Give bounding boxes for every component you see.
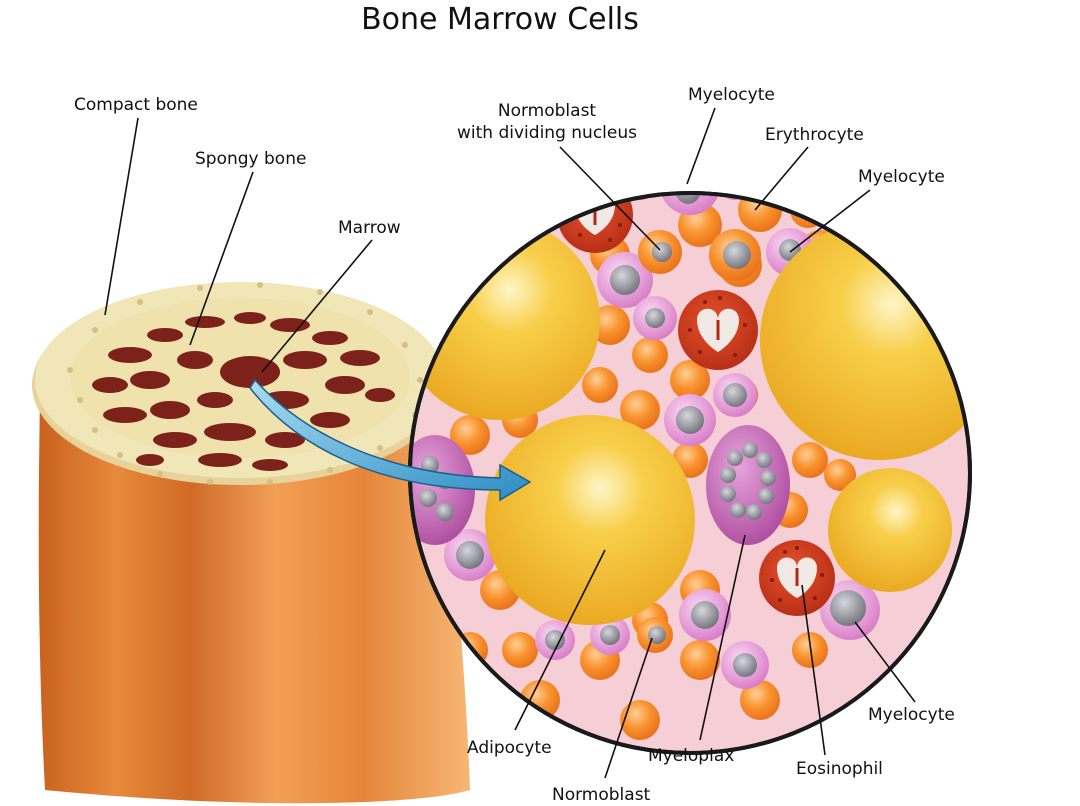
- bone-section: [32, 282, 470, 804]
- label-adipocyte: Adipocyte: [467, 738, 552, 758]
- marrow-arrow: [249, 378, 532, 502]
- label-normoblast-dividing-line1: Normoblast: [497, 101, 597, 121]
- label-normoblast-dividing-line2: with dividing nucleus: [457, 123, 637, 143]
- label-normoblast-dividing: Normoblast with dividing nucleus: [452, 100, 642, 144]
- label-myelocyte-bottom: Myelocyte: [868, 705, 955, 725]
- label-myelocyte-right: Myelocyte: [858, 167, 945, 187]
- magnified-view: [408, 191, 972, 755]
- label-compact-bone: Compact bone: [74, 95, 198, 115]
- label-erythrocyte: Erythrocyte: [765, 125, 864, 145]
- diagram-title: Bone Marrow Cells: [361, 2, 639, 37]
- leader-lines: [104, 107, 916, 779]
- label-normoblast: Normoblast: [552, 785, 651, 805]
- label-eosinophil: Eosinophil: [796, 759, 883, 779]
- label-myelocyte-top: Myelocyte: [688, 85, 775, 105]
- label-myeloplax: Myeloplax: [648, 746, 735, 766]
- label-spongy-bone: Spongy bone: [195, 149, 307, 169]
- label-marrow: Marrow: [338, 218, 401, 238]
